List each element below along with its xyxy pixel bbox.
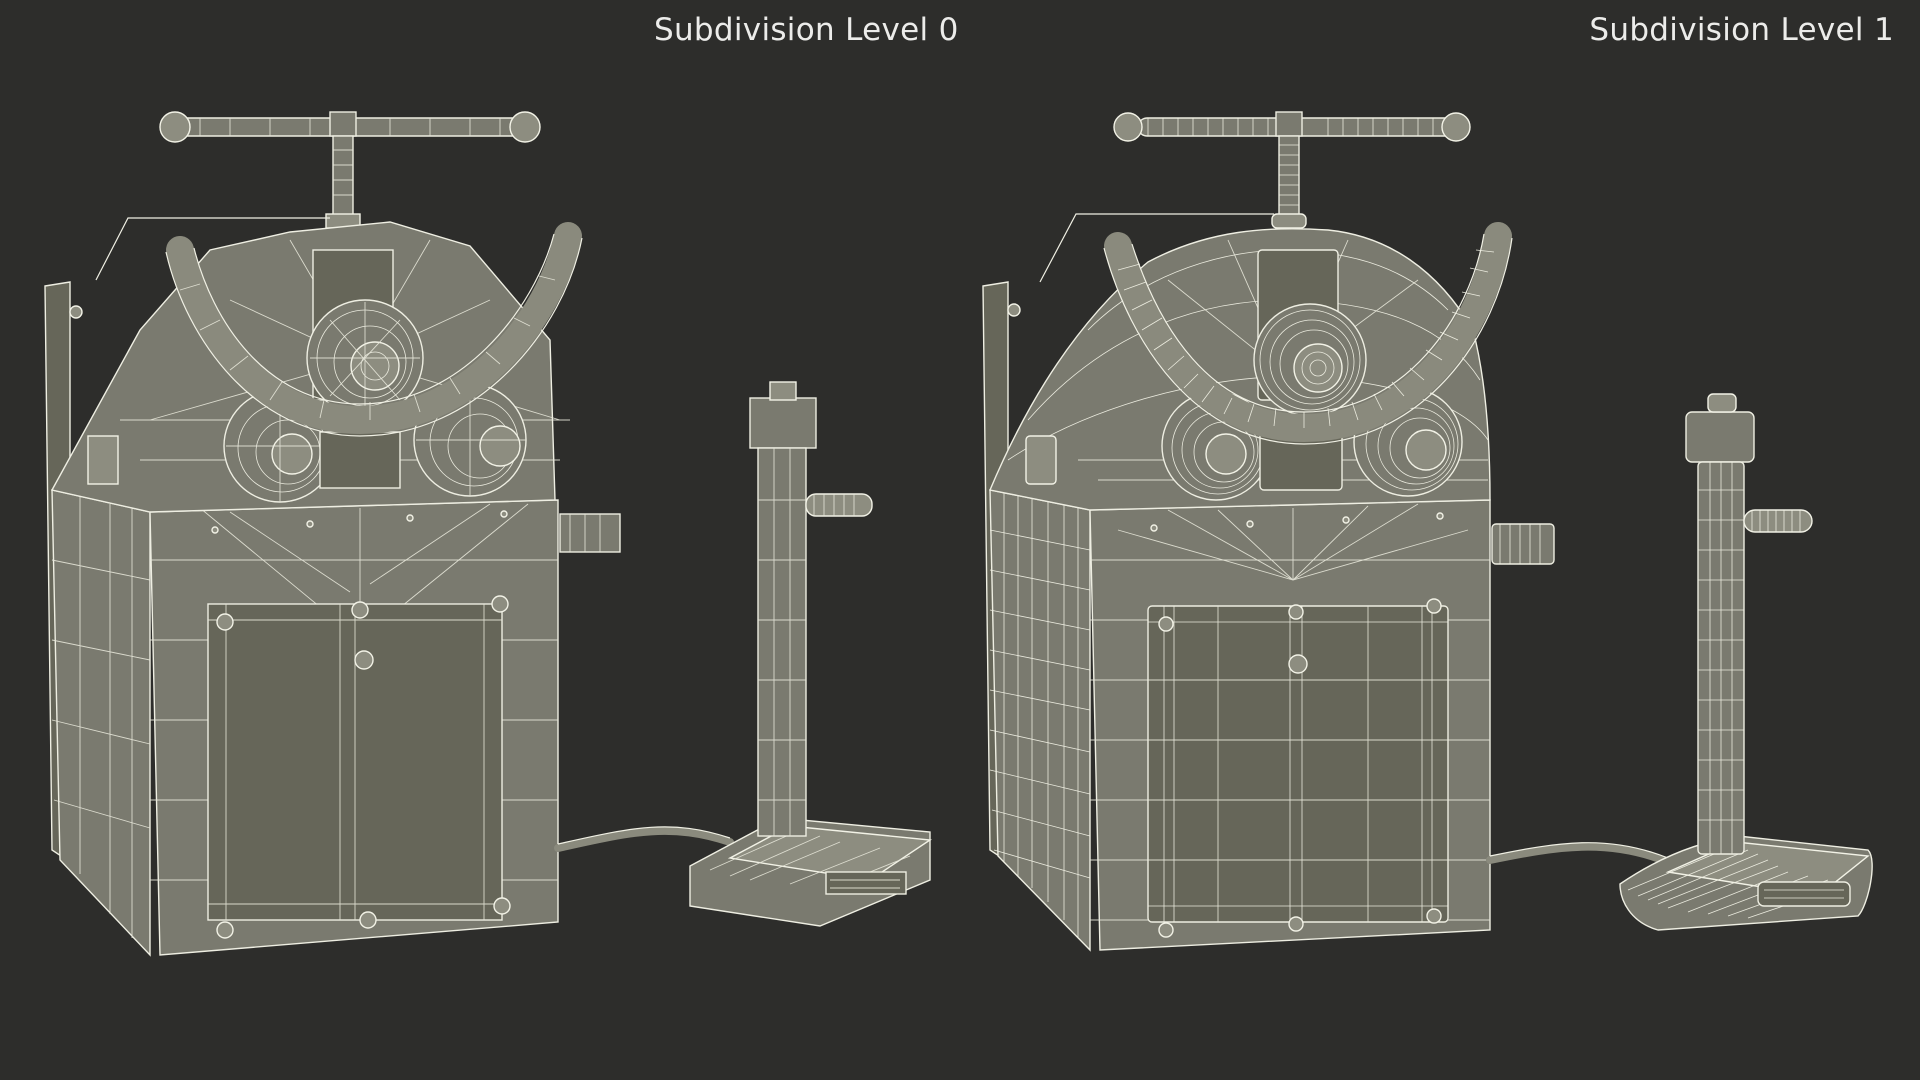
subdivision-level-0-label: Subdivision Level 0 [654,12,959,48]
pedal-column [1685,393,1813,855]
handle-bar [159,111,541,229]
machine-body [51,489,559,957]
subdivision-level-1-label: Subdivision Level 1 [1589,12,1894,48]
bent-tube [1103,222,1513,445]
pedal-column [749,381,873,837]
right-roller [413,383,527,497]
bent-tube [165,222,583,437]
top-roller [306,299,424,417]
pipe-bender-render-level-0 [44,111,933,957]
foot-pedal [689,817,933,927]
foot-pedal [1619,835,1873,931]
machine-body [989,489,1491,952]
handle-bar [1113,111,1471,229]
rollers [223,299,527,503]
top-roller [1253,303,1367,417]
pipe-bender-render-level-1 [982,111,1873,952]
